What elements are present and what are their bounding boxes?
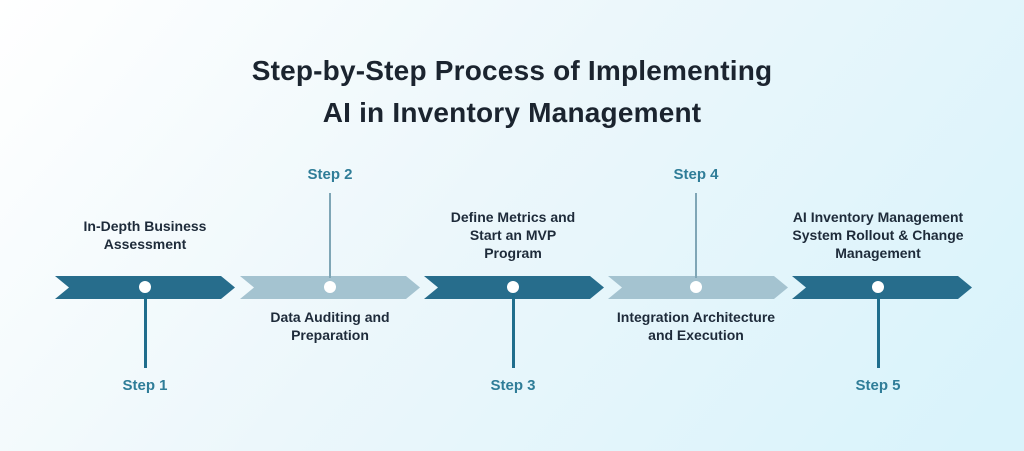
step5-connector-line [876,290,880,368]
step3-title: Define Metrics and Start an MVP Program [450,209,576,261]
step1-title: In-Depth Business Assessment [83,218,207,252]
step1-connector-line [143,290,147,368]
step3-connector-line [511,290,515,368]
page-title: Step-by-Step Process of Implementing AI … [251,55,773,128]
step2-title: Data Auditing and Preparation [270,309,390,343]
step1-label: Step 1 [122,377,168,394]
step1-milestone-dot [139,281,151,293]
step2-label: Step 2 [307,166,353,183]
step2-milestone-dot [324,281,336,293]
step3-label: Step 3 [490,377,536,394]
step5-label: Step 5 [855,377,901,394]
step3-milestone-dot [507,281,519,293]
step5-milestone-dot [872,281,884,293]
step4-milestone-dot [690,281,702,293]
step5-title: AI Inventory Management System Rollout &… [792,209,964,261]
step4-title: Integration Architecture and Execution [616,309,776,343]
step4-label: Step 4 [673,166,719,183]
step4-connector-line [695,193,697,278]
step2-connector-line [329,193,331,278]
